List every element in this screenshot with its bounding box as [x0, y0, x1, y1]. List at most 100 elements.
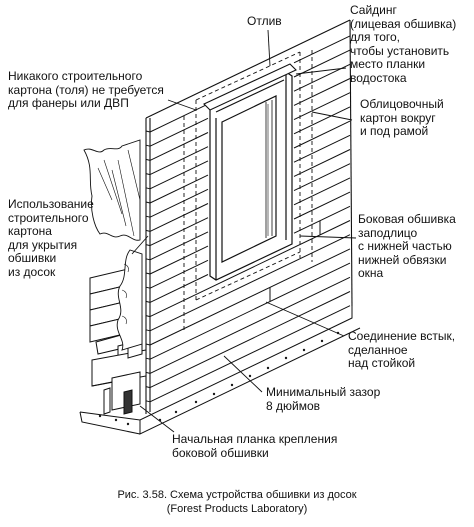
plywood-torn [83, 139, 141, 241]
label-starter-strip: Начальная планка крепления боковой обшив… [172, 432, 338, 460]
label-side-siding-line: с нижней частью [358, 239, 452, 254]
label-starter-strip-line: Начальная планка крепления [172, 432, 338, 446]
drip-cap [203, 63, 297, 111]
label-siding-line: для того, [350, 30, 400, 45]
label-side-siding-line: нижней обвязки [358, 252, 447, 267]
siding-board-edge [145, 400, 151, 403]
siding-board-line [149, 291, 351, 389]
siding-board-edge [145, 244, 151, 247]
label-facing-paper-line: картон вокруг [360, 110, 436, 125]
label-siding: Сайдинг (лицевая обшивка) для того, чтоб… [350, 3, 457, 86]
label-butt-joint-line: над стойкой [348, 356, 416, 371]
siding-board-line [293, 191, 351, 220]
label-no-paper-line: картона (толя) не требуется [8, 82, 164, 97]
siding-board-line [149, 305, 351, 403]
siding-board-edge [145, 286, 151, 289]
label-use-paper-line: для укрытия [8, 237, 78, 252]
siding-board-edge [145, 201, 151, 204]
figure-caption-line-2: (Forest Products Laboratory) [166, 503, 308, 515]
label-facing-paper: Облицовочный картон вокруг и под рамой [360, 97, 444, 139]
siding-board-line [293, 35, 351, 64]
siding-board-line [149, 203, 209, 232]
label-no-paper-line: Никакого строительного [8, 69, 143, 83]
siding-board-edge [145, 258, 151, 261]
label-use-paper-line: картона [8, 224, 52, 239]
window-frame [209, 71, 293, 281]
siding-board-line [149, 248, 351, 346]
label-no-paper: Никакого строительного картона (толя) не… [8, 69, 164, 111]
label-siding-line: (лицевая обшивка) [350, 16, 457, 31]
siding-board-edge [145, 272, 151, 275]
siding-board-edge [145, 371, 151, 374]
label-min-gap-line: 8 дюймов [266, 398, 321, 413]
label-side-siding-line: Боковая обшивка [358, 212, 456, 226]
label-facing-paper-line: и под рамой [360, 124, 429, 139]
siding-board-edge [145, 215, 151, 218]
label-siding-line: Сайдинг [350, 3, 397, 17]
label-siding-line: место планки [350, 57, 426, 72]
foundation [79, 306, 361, 435]
siding-board-edge [145, 315, 151, 318]
label-min-gap-line: Минимальный зазор [266, 385, 381, 399]
siding-board-edge [145, 187, 151, 190]
label-siding-line: водостока [350, 70, 407, 85]
siding-board-line [149, 231, 209, 261]
label-side-siding-line: окна [358, 266, 384, 281]
label-siding-line: чтобы установить [350, 43, 450, 58]
siding-board-line [149, 160, 209, 190]
siding-board-line [149, 245, 209, 275]
siding-board-line [149, 188, 209, 218]
label-use-paper-line: Использование [8, 197, 94, 211]
label-min-gap: Минимальный зазор 8 дюймов [266, 385, 381, 413]
siding-board-line [149, 276, 351, 374]
label-use-paper: Использование строительного картона для … [8, 197, 94, 280]
label-use-paper-line: обшивки [8, 251, 57, 266]
siding-board-line [149, 217, 209, 247]
siding-board-edge [145, 229, 151, 232]
siding-board-line [149, 117, 209, 147]
siding-board-line [149, 146, 209, 176]
label-drip-cap-line: Отлив [247, 14, 282, 28]
figure-caption: Рис. 3.58. Схема устройства обшивки из д… [0, 488, 474, 516]
siding-board-line [293, 149, 351, 177]
siding-board-line [293, 177, 351, 206]
siding-board-edge [145, 144, 151, 147]
siding-board-line [293, 92, 351, 121]
siding-board-line [149, 174, 209, 204]
siding-board-edge [145, 300, 151, 303]
siding-board-line [149, 259, 209, 289]
siding-board-line [293, 205, 351, 234]
label-starter-strip-line: боковой обшивки [172, 445, 269, 460]
siding-board-edge [145, 343, 151, 346]
label-butt-joint-line: сделанное [348, 342, 408, 357]
siding-board-edge [145, 357, 151, 360]
siding-board-line [293, 49, 351, 78]
label-butt-joint-line: Соединение встык, [348, 329, 456, 343]
leader-lines [131, 29, 357, 433]
figure-caption-line-1: Рис. 3.58. Схема устройства обшивки из д… [117, 489, 357, 501]
siding-board-edge [145, 158, 151, 161]
label-use-paper-line: строительного [8, 210, 89, 225]
label-drip-cap: Отлив [247, 14, 282, 29]
siding-board-edge [145, 130, 151, 133]
siding-board-line [293, 120, 351, 149]
label-side-siding-line: заподлицо [358, 225, 418, 240]
building-paper-dashes [183, 50, 313, 330]
label-facing-paper-line: Облицовочный [360, 97, 444, 111]
siding-board-line [293, 78, 351, 106]
siding-board-line [293, 163, 351, 192]
label-butt-joint: Соединение встык, сделанное над стойкой [348, 329, 456, 371]
label-use-paper-line: из досок [8, 264, 56, 279]
label-no-paper-line: для фанеры или ДВП [8, 96, 129, 111]
siding-board-line [149, 262, 351, 360]
siding-board-line [149, 274, 209, 303]
siding-board-edge [145, 329, 151, 332]
building-paper-torn [116, 249, 143, 351]
siding-board-line [293, 134, 351, 163]
siding-board-line [149, 103, 209, 133]
label-side-siding: Боковая обшивка заподлицо с нижней часть… [358, 212, 456, 281]
siding-board-edge [145, 386, 151, 389]
siding-board-line [149, 234, 351, 332]
